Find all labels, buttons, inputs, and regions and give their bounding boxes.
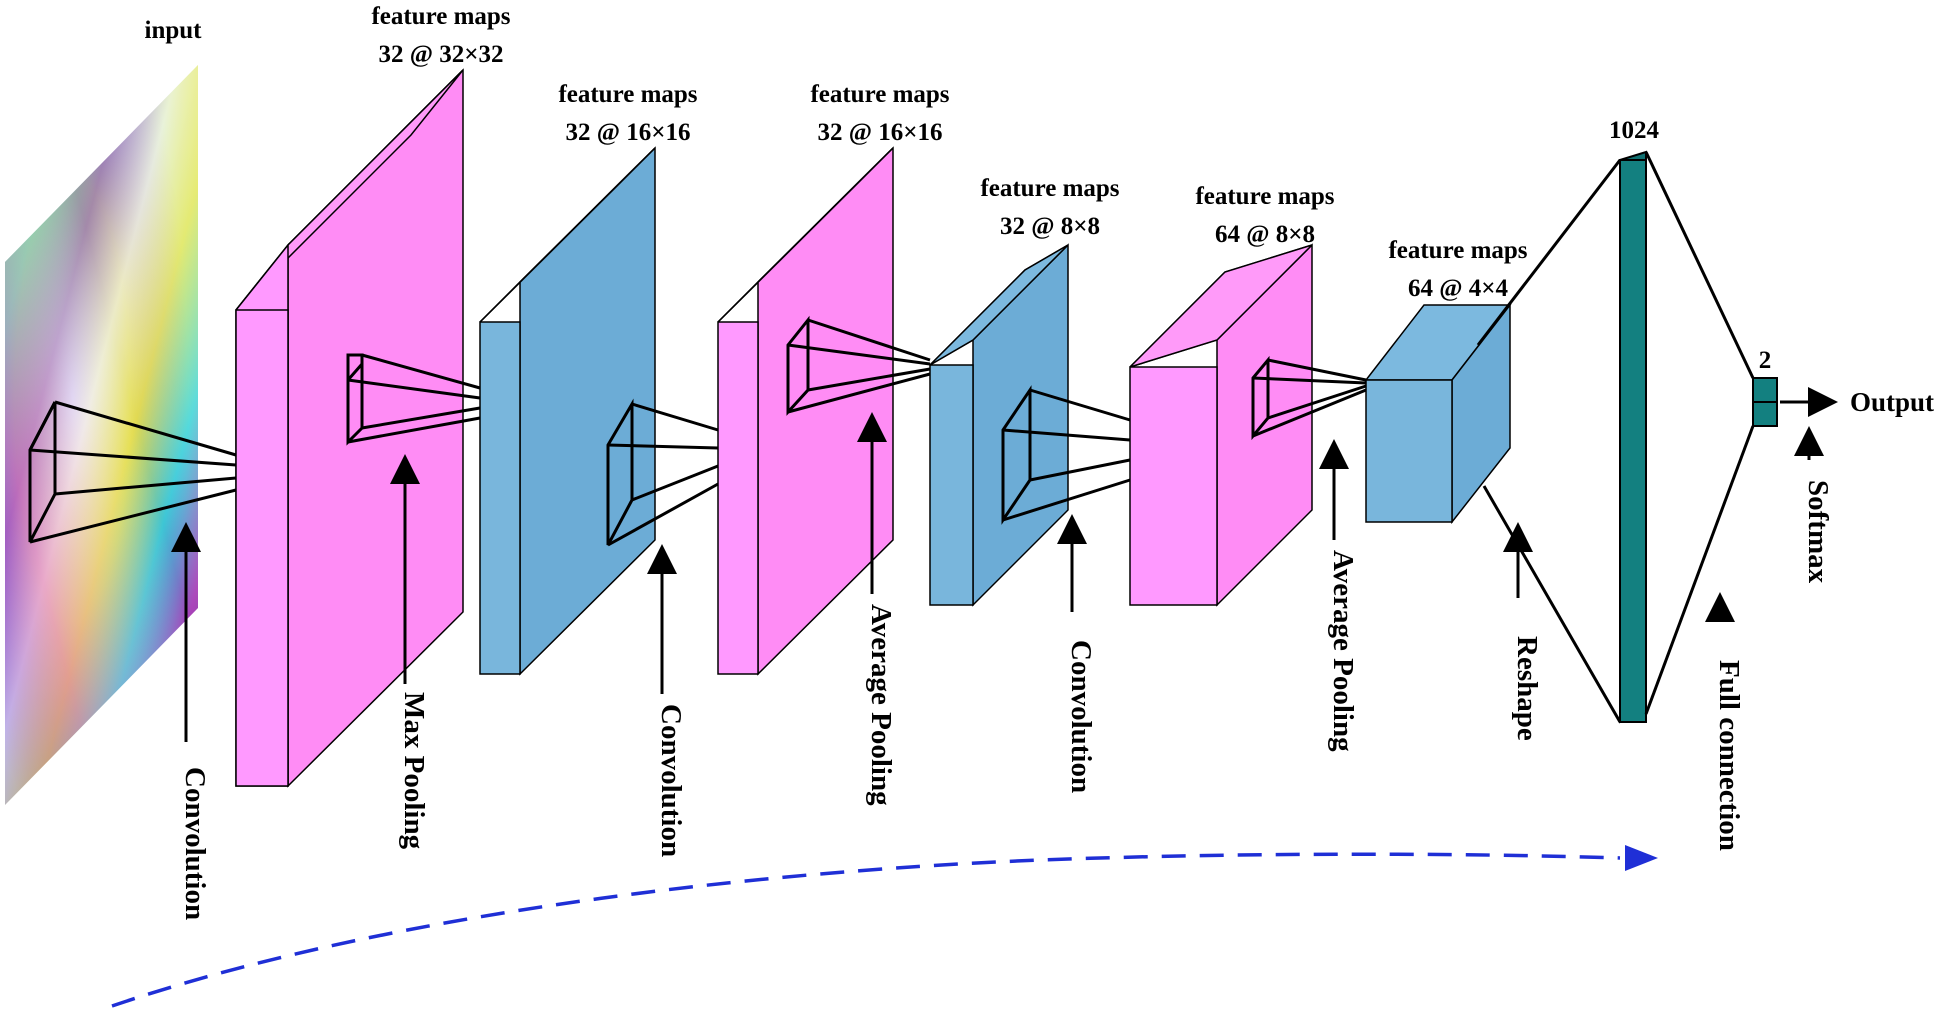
connection-lines (28, 151, 1755, 723)
op-label-max-pooling: Max Pooling (398, 692, 430, 850)
conv3-size: 64 @ 8×8 (1215, 221, 1315, 248)
conv1-title: feature maps (371, 3, 510, 30)
conv2-size: 32 @ 16×16 (818, 119, 943, 146)
softmax-count-label: 2 (1759, 347, 1772, 374)
op-label-convolution-2: Convolution (655, 704, 687, 857)
softmax-layer (1752, 377, 1778, 427)
input-image (5, 65, 198, 805)
conv3-block (1129, 243, 1313, 607)
pool3-title: feature maps (1388, 237, 1527, 264)
conv1-block (235, 68, 464, 788)
pool1-title: feature maps (558, 81, 697, 108)
op-label-average-pooling-2: Average Pooling (1327, 550, 1359, 752)
pool3-size: 64 @ 4×4 (1408, 275, 1509, 302)
op-label-convolution-3: Convolution (1065, 640, 1097, 793)
op-label-reshape: Reshape (1511, 636, 1543, 741)
op-label-average-pooling-1: Average Pooling (865, 604, 897, 806)
op-label-convolution-1: Convolution (179, 767, 211, 920)
fc-layer (1619, 150, 1647, 724)
conv1-size: 32 @ 32×32 (379, 41, 504, 68)
pool1-size: 32 @ 16×16 (566, 119, 691, 146)
op-label-softmax: Softmax (1802, 480, 1834, 584)
output-label: Output (1850, 387, 1934, 417)
conv3-title: feature maps (1195, 183, 1334, 210)
operation-arrows (171, 387, 1838, 742)
fc-label: 1024 (1609, 117, 1660, 144)
conv2-title: feature maps (810, 81, 949, 108)
conv2-block (717, 146, 894, 676)
pool2-title: feature maps (980, 175, 1119, 202)
pool3-block (1364, 302, 1512, 525)
flow-direction-arrow (111, 845, 1658, 1008)
op-label-full-connection: Full connection (1713, 660, 1745, 851)
input-label: input (145, 17, 203, 44)
pool1-block (479, 146, 656, 676)
pool2-block (929, 243, 1069, 607)
pool2-size: 32 @ 8×8 (1000, 213, 1100, 240)
